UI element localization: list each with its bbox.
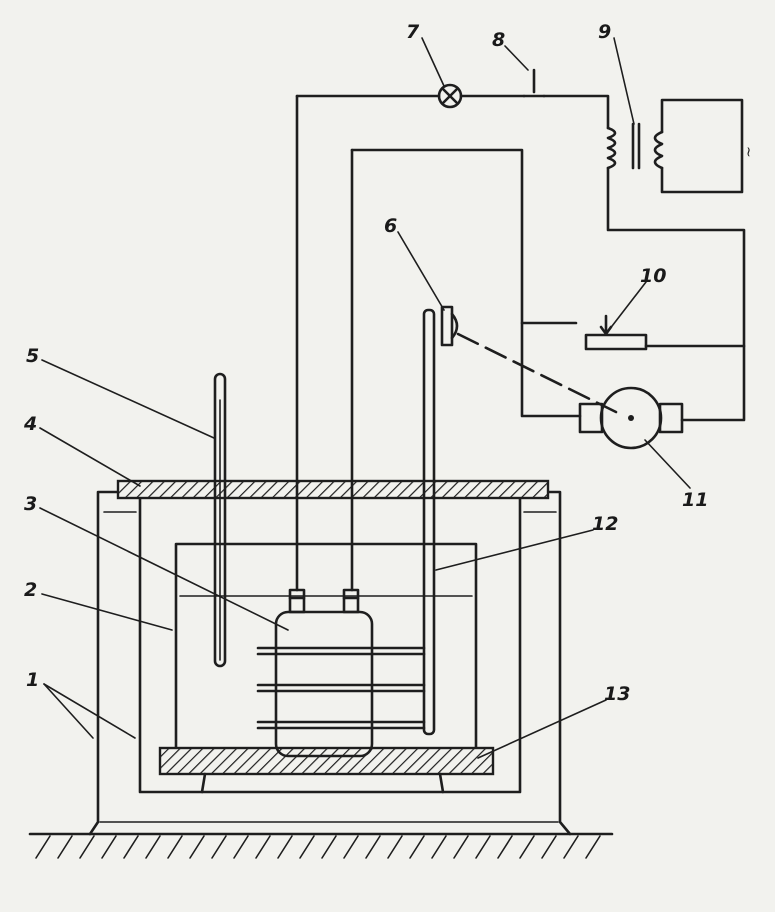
switch bbox=[522, 68, 546, 98]
label-13: 13 bbox=[604, 683, 630, 705]
label-8: 8 bbox=[492, 29, 505, 51]
motor bbox=[578, 386, 684, 450]
label-2: 2 bbox=[24, 579, 37, 601]
ac-symbol: ~ bbox=[740, 146, 756, 158]
leader-lines bbox=[39, 37, 691, 759]
label-4: 4 bbox=[23, 413, 37, 435]
label-3: 3 bbox=[24, 493, 37, 515]
lid bbox=[116, 479, 550, 500]
feed-wires bbox=[295, 94, 354, 592]
label-12: 12 bbox=[592, 513, 618, 535]
contact-head bbox=[440, 305, 459, 347]
label-10: 10 bbox=[640, 265, 666, 287]
label-5: 5 bbox=[26, 345, 39, 367]
label-7: 7 bbox=[406, 21, 420, 43]
label-6: 6 bbox=[384, 215, 397, 237]
ground bbox=[28, 832, 614, 859]
inner-vessel bbox=[174, 542, 478, 750]
circuit-wiring bbox=[295, 94, 746, 422]
transformer bbox=[606, 98, 744, 194]
heater-rods bbox=[256, 646, 426, 730]
label-11: 11 bbox=[682, 489, 708, 511]
signal-lamp bbox=[437, 83, 463, 109]
test-capacitor bbox=[274, 588, 374, 758]
label-1: 1 bbox=[26, 669, 39, 691]
regulator-rod bbox=[422, 308, 436, 736]
stand bbox=[158, 746, 495, 794]
label-9: 9 bbox=[598, 21, 611, 43]
component-labels: 1 2 3 4 5 6 7 8 9 10 11 12 13 ~ bbox=[23, 21, 756, 705]
outer-tank bbox=[88, 490, 572, 836]
mechanical-link bbox=[456, 332, 618, 414]
thermometer bbox=[213, 372, 227, 668]
